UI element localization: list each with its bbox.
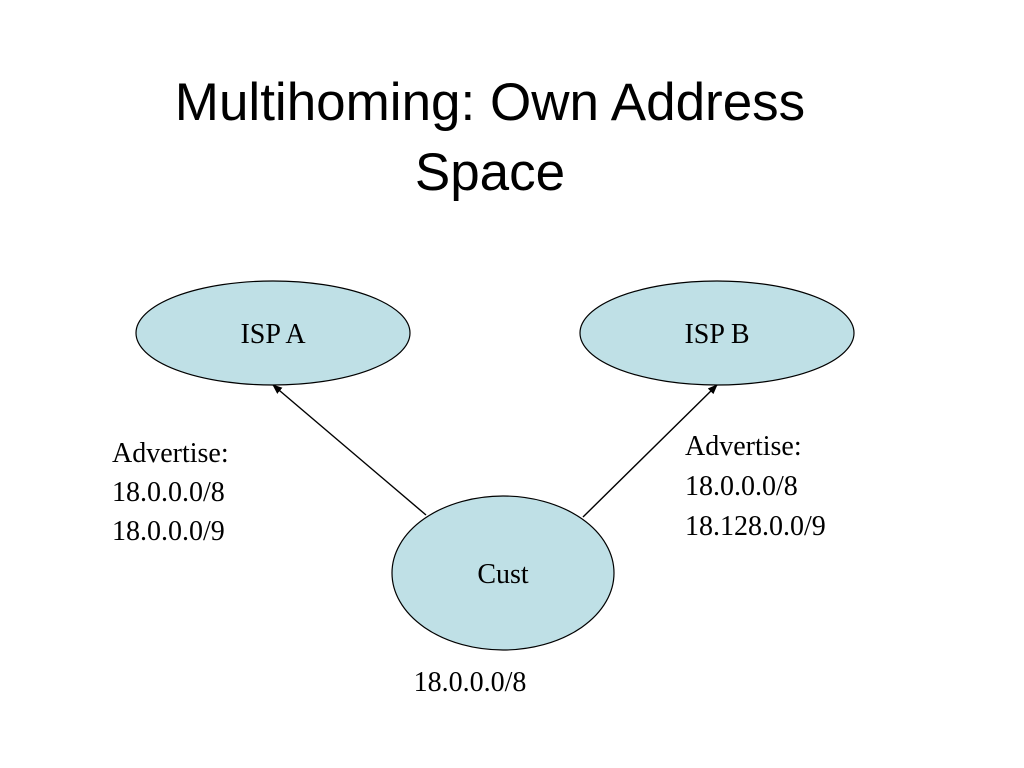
advertise-a-route: 18.0.0.0/8	[112, 477, 225, 508]
edge-cust-to-isp-b	[582, 384, 718, 518]
node-isp-b: ISP B	[579, 280, 855, 386]
isp-a-label: ISP A	[240, 319, 306, 350]
cust-label: Cust	[477, 559, 529, 590]
title-line-2: Space	[414, 143, 566, 202]
node-isp-a: ISP A	[135, 280, 411, 386]
title-line-1: Multihoming: Own Address	[174, 73, 806, 132]
node-cust: Cust	[391, 495, 615, 651]
isp-a-ellipse	[135, 280, 411, 386]
advertise-b-route: 18.0.0.0/8	[685, 471, 798, 502]
advertise-b-heading: Advertise:	[685, 431, 802, 462]
advertise-a-heading: Advertise:	[112, 438, 229, 469]
edge-cust-to-isp-a	[272, 384, 427, 516]
advertise-block-isp-a: Advertise: 18.0.0.0/8 18.0.0.0/9	[112, 438, 229, 547]
slide-title: Multihoming: Own Address Space	[0, 68, 980, 208]
isp-b-ellipse	[579, 280, 855, 386]
advertise-b-route: 18.128.0.0/9	[685, 511, 826, 542]
cust-ellipse	[391, 495, 615, 651]
advertise-a-route: 18.0.0.0/9	[112, 516, 225, 547]
advertise-block-isp-b: Advertise: 18.0.0.0/8 18.128.0.0/9	[685, 431, 826, 542]
cust-prefix-label: 18.0.0.0/8	[414, 667, 527, 698]
isp-b-label: ISP B	[684, 319, 749, 350]
